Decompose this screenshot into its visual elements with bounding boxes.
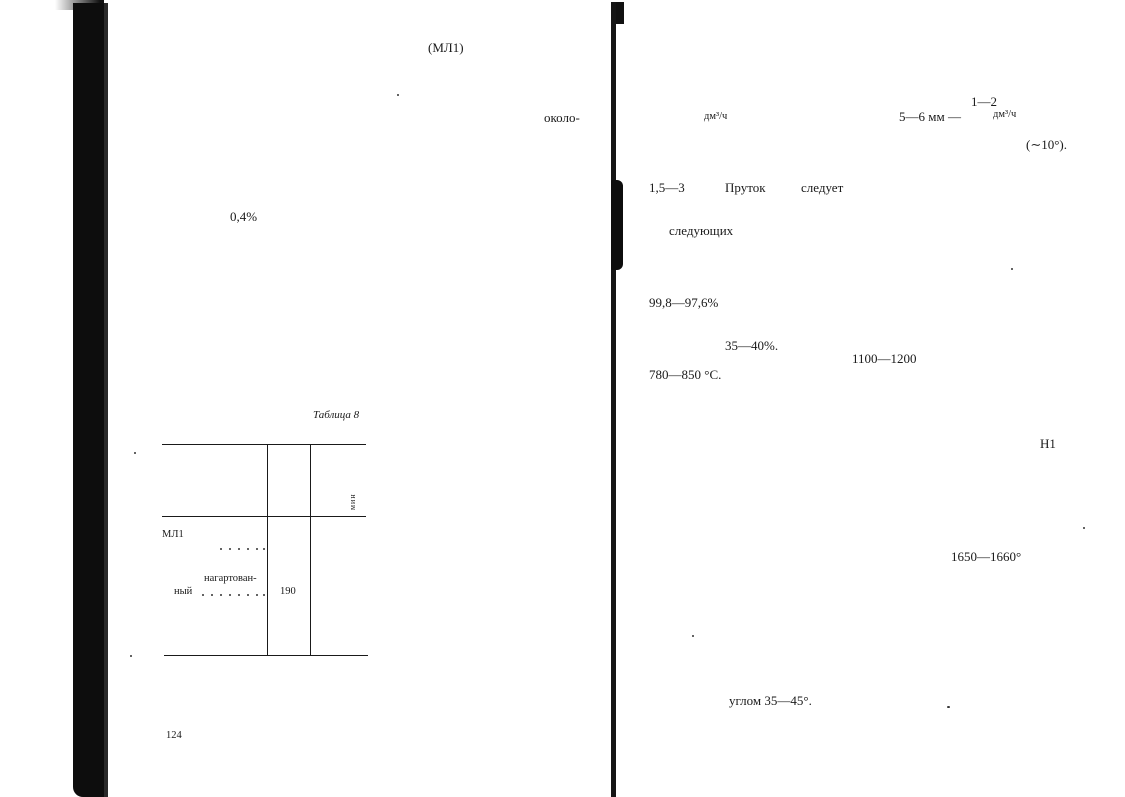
table-row-coldworked-l2: ный (174, 586, 193, 597)
data-table: мин МЛ1 нагартован- ный 190 (162, 444, 368, 660)
left-page-number: 124 (166, 730, 182, 741)
table-row-coldworked-l1: нагартован- (204, 573, 257, 584)
leader-dot (220, 594, 222, 596)
left-top-label: (МЛ1) (428, 40, 464, 55)
leader-dot (229, 548, 231, 550)
right-range-1100-1200: 1100—1200 (852, 351, 917, 366)
right-word-sleduyushchikh: следующих (669, 223, 734, 238)
leader-dot (247, 548, 249, 550)
table-bottom-rule (164, 655, 368, 656)
scan-speck (397, 94, 399, 96)
table-caption: Таблица 8 (313, 409, 360, 421)
leader-dot (220, 548, 222, 550)
scan-speck (692, 635, 694, 637)
leader-dot (202, 594, 204, 596)
leader-dot (238, 548, 240, 550)
binding-center-shadow (611, 180, 623, 270)
scan-speck (947, 706, 950, 708)
scan-speck (1083, 527, 1085, 529)
binding-shadow-top (0, 0, 104, 10)
leader-dot (263, 548, 265, 550)
leader-dot (256, 594, 258, 596)
leader-dot (256, 548, 258, 550)
right-range-998-976: 99,8—97,6% (649, 295, 719, 310)
right-word-prutok: Пруток (725, 180, 766, 195)
right-size-5-6: 5—6 мм — (899, 109, 961, 124)
right-unit-dm3h-left: дм³/ч (704, 111, 728, 122)
binding-center-line (611, 2, 616, 797)
left-right-fragment: около- (544, 110, 580, 125)
left-page: (МЛ1) около- 0,4% Таблица 8 мин МЛ1 нага… (110, 0, 610, 797)
table-col-divider-2 (310, 444, 311, 655)
scan-speck (1011, 268, 1013, 270)
right-label-n1: Н1 (1040, 436, 1056, 451)
table-header-rule (162, 516, 366, 517)
right-angle-35-45: углом 35—45°. (729, 693, 812, 708)
table-col-divider-1 (267, 444, 268, 655)
scan-speck (134, 452, 136, 454)
right-range-1-2: 1—2 (971, 94, 997, 109)
binding-edge-left (104, 3, 108, 797)
table-row-value: 190 (280, 586, 296, 597)
right-range-15-3: 1,5—3 (649, 180, 685, 195)
binding-shadow-left (73, 3, 104, 797)
right-unit-dm3h-right: дм³/ч (993, 109, 1017, 120)
table-header-unit: мин (348, 493, 357, 510)
leader-dot (238, 594, 240, 596)
right-range-1650-1660: 1650—1660° (951, 549, 1022, 564)
scan-speck (130, 655, 132, 657)
leader-dot (247, 594, 249, 596)
right-range-780-850: 780—850 °С. (649, 367, 722, 382)
leader-dot (229, 594, 231, 596)
leader-dot (263, 594, 265, 596)
right-word-sleduet: следует (801, 180, 844, 195)
right-page: 1—2 дм³/ч 5—6 мм — дм³/ч (∼10°). 1,5—3 П… (620, 0, 1125, 797)
leader-dot (211, 594, 213, 596)
table-top-rule (162, 444, 366, 445)
left-percent-note: 0,4% (230, 209, 258, 224)
table-row-ml1: МЛ1 (162, 529, 184, 540)
right-range-35-40: 35—40%. (725, 338, 779, 353)
right-angle-10: (∼10°). (1026, 137, 1067, 152)
